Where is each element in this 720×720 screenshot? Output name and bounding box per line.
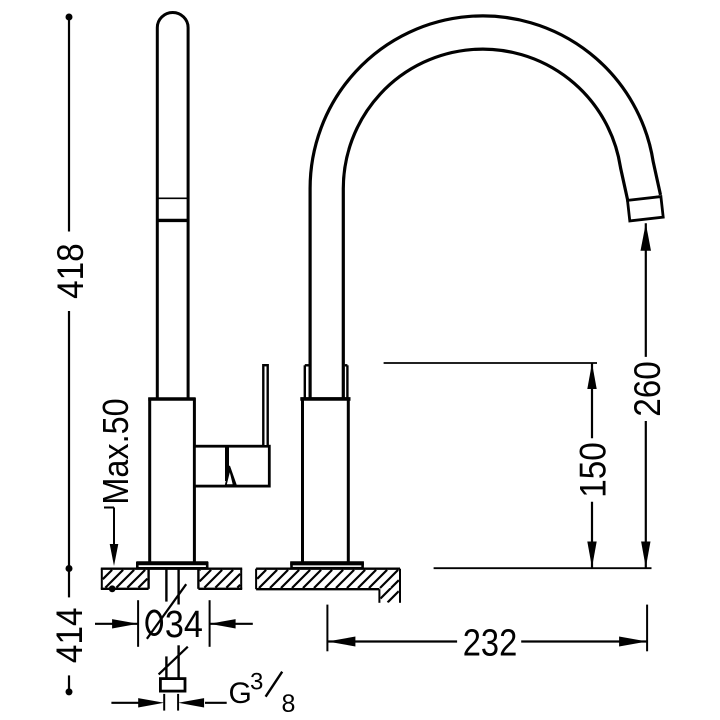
svg-text:150: 150 bbox=[573, 442, 614, 498]
svg-text:414: 414 bbox=[49, 608, 90, 664]
svg-text:3: 3 bbox=[250, 669, 263, 696]
svg-text:34: 34 bbox=[165, 602, 203, 645]
svg-text:Max.50: Max.50 bbox=[96, 398, 136, 504]
svg-text:232: 232 bbox=[463, 621, 518, 664]
svg-text:418: 418 bbox=[50, 243, 91, 299]
svg-text:260: 260 bbox=[628, 361, 669, 417]
svg-text:8: 8 bbox=[282, 690, 296, 718]
svg-text:G: G bbox=[229, 677, 252, 710]
